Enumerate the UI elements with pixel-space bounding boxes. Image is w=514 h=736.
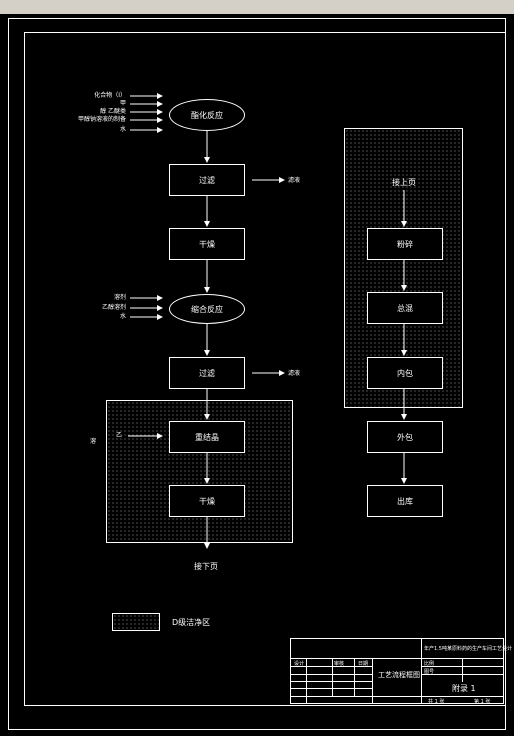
header-cell-1: 设计 (294, 661, 305, 667)
input2-label-2: 乙醇溶剂 (101, 304, 126, 311)
title-block-rule (290, 674, 372, 675)
window-chrome (0, 0, 514, 14)
dry-box-1: 干燥 (169, 228, 245, 260)
dry-box-2: 干燥 (169, 485, 245, 517)
storage-box: 出库 (367, 485, 443, 517)
window-corner (500, 2, 510, 12)
mix-box: 总混 (367, 292, 443, 324)
small-cell-4: 第 1 张 (474, 699, 491, 705)
small-cell-3: 共 1 张 (428, 699, 445, 705)
filter-box-1: 过滤 (169, 164, 245, 196)
header-cell-3: 日期 (358, 661, 369, 667)
input-label-1: 化合物（I） (94, 92, 126, 99)
condensation-node: 缩合反应 (169, 294, 245, 324)
input2-label-1: 溶剂 (113, 294, 126, 301)
filtrate-label-1: 滤液 (288, 177, 301, 184)
title-block-rule (290, 696, 504, 697)
filter-box-2: 过滤 (169, 357, 245, 389)
drawing-frame (24, 32, 506, 706)
title-block-rule (372, 658, 373, 704)
esterification-node: 酯化反应 (169, 99, 245, 131)
filtrate-label-2: 滤液 (288, 370, 301, 377)
project-title: 年产1.5吨某原料药的生产车间工艺设计 (424, 646, 512, 652)
small-cell-1: 比例 (424, 661, 435, 667)
appendix-label: 附录 1 (452, 684, 476, 693)
title-block-rule (354, 658, 355, 696)
title-block-rule (290, 666, 372, 667)
side-mark: 溶 (90, 438, 97, 445)
crystal-input-label: 乙 (116, 432, 123, 439)
title-block-rule (421, 638, 422, 704)
title-block-rule (290, 658, 504, 659)
legend-label: D级洁净区 (172, 618, 211, 627)
outer-pack-box: 外包 (367, 421, 443, 453)
header-cell-2: 审核 (334, 661, 345, 667)
small-cell-2: 图号 (424, 669, 435, 675)
input-label-2: 甲 (119, 100, 126, 107)
title-block-rule (462, 658, 463, 682)
title-block-rule (332, 658, 333, 696)
title-block (290, 638, 504, 704)
input-label-3: 醇 乙醚类 (100, 108, 126, 115)
inner-pack-box: 内包 (367, 357, 443, 389)
input-label-5: 水 (119, 126, 126, 133)
legend-swatch (112, 613, 160, 631)
title-block-rule (290, 688, 372, 689)
title-block-rule (306, 658, 307, 704)
continue-next-label: 接下页 (194, 562, 218, 571)
continue-prev-label: 接上页 (392, 178, 416, 187)
title-block-rule (290, 681, 372, 682)
crush-box: 粉碎 (367, 228, 443, 260)
input2-label-3: 水 (119, 313, 126, 320)
recrystallize-box: 重结晶 (169, 421, 245, 453)
drawing-name: 工艺流程框图 (378, 671, 420, 679)
input-label-4: 甲醇钠溶液的制备 (77, 116, 126, 123)
